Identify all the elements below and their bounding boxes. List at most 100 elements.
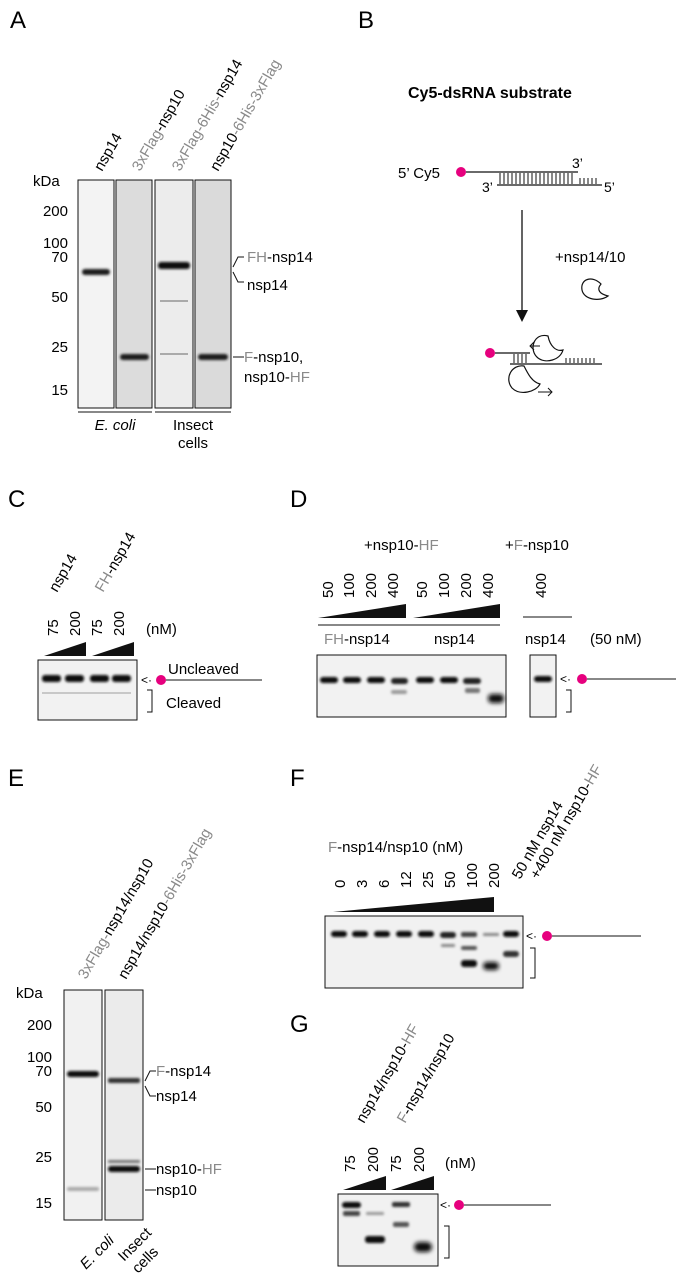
panel-g: G nsp14/nsp10-HF F-nsp14/nsp10 75 200 75… xyxy=(290,1011,551,1267)
gel-d-main xyxy=(316,654,507,718)
arrow-left-icon: <· xyxy=(141,673,152,687)
conc-f-100: 100 xyxy=(464,863,481,888)
band-f-5 xyxy=(418,931,434,937)
bracket-f xyxy=(530,947,536,979)
band-g-1 xyxy=(342,1202,361,1208)
label-f-nsp10: F-nsp10, xyxy=(244,349,303,366)
marker-100: 100 xyxy=(43,235,68,252)
conc-d-1: 50 xyxy=(320,581,337,598)
header-nsp10-hf: +nsp10-HF xyxy=(364,537,439,554)
band-d-3 xyxy=(367,677,385,683)
gradient-wedge-g1 xyxy=(343,1176,386,1190)
band-c-1 xyxy=(42,675,61,682)
conc-d-8: 400 xyxy=(480,573,497,598)
band-e-nsp10-hf xyxy=(108,1166,140,1172)
pacman-enzyme-icon xyxy=(581,278,610,300)
panel-c: C nsp14 FH-nsp14 75 200 75 200 (nM) <· U… xyxy=(8,486,262,721)
conc-f-200: 200 xyxy=(486,863,503,888)
band-f-7b xyxy=(461,946,477,950)
unit-nm: (nM) xyxy=(146,621,177,638)
conc-f-6: 6 xyxy=(376,880,393,888)
connector-fh-nsp14 xyxy=(232,256,244,268)
conc-f-12: 12 xyxy=(398,871,415,888)
marker-100: 100 xyxy=(27,1049,52,1066)
gradient-wedge-f xyxy=(333,897,494,912)
band-f-6b xyxy=(441,944,455,947)
gel-a-lane-3 xyxy=(154,179,194,409)
band-f-8 xyxy=(483,933,499,936)
band-f-7c xyxy=(461,960,477,967)
panel-d-letter: D xyxy=(290,486,307,513)
gradient-wedge-1 xyxy=(44,642,86,656)
panel-b-letter: B xyxy=(358,7,374,34)
panel-a: A kDa 200 100 70 50 25 15 nsp14 3xFlag-n… xyxy=(10,7,313,452)
band-g-4 xyxy=(414,1242,432,1252)
panel-b: B Cy5-dsRNA substrate 5’ Cy5 3’ 3’ 5’ +n… xyxy=(358,7,625,397)
conc-d-9: 400 xyxy=(533,573,550,598)
arrow-down-icon xyxy=(516,310,528,322)
conc-f-50: 50 xyxy=(442,871,459,888)
label-3-bottom: 3’ xyxy=(482,179,493,195)
band-d-2 xyxy=(343,677,361,683)
band-a-nsp14 xyxy=(82,269,110,275)
band-d-5 xyxy=(416,677,434,683)
conc-f-0: 0 xyxy=(332,880,349,888)
label-e-nsp10: nsp10 xyxy=(156,1182,197,1199)
connector-nsp14 xyxy=(232,271,244,283)
band-f-9 xyxy=(503,931,519,937)
band-g-2 xyxy=(366,1212,384,1215)
band-d-6 xyxy=(440,677,458,683)
bracket-cleaved xyxy=(147,689,153,713)
conc-d-5: 50 xyxy=(414,581,431,598)
band-f-9b xyxy=(503,951,519,957)
band-f-6 xyxy=(440,932,456,938)
band-e-nsp10 xyxy=(67,1187,99,1191)
connector-e-f-nsp14 xyxy=(144,1070,156,1082)
marker-70: 70 xyxy=(51,249,68,266)
group-insect-1: Insect xyxy=(173,417,214,434)
band-c-4 xyxy=(112,675,131,682)
gel-d-single xyxy=(529,654,557,718)
conc-75-a: 75 xyxy=(45,619,62,636)
gradient-wedge-d2 xyxy=(413,604,500,618)
pacman-top-icon xyxy=(532,334,564,362)
cy5-dot-icon xyxy=(454,1200,464,1210)
arrow-left-icon: <· xyxy=(440,1198,451,1212)
band-f-3 xyxy=(374,931,390,937)
direction-arrow-right-head xyxy=(547,387,553,397)
label-nsp14: nsp14 xyxy=(247,277,288,294)
conc-d-4: 400 xyxy=(385,573,402,598)
band-f-4 xyxy=(396,931,412,937)
panel-f: F F-nsp14/nsp10 (nM) 0 3 6 12 25 50 100 … xyxy=(290,762,641,989)
conc-d-2: 100 xyxy=(341,573,358,598)
band-c-3 xyxy=(90,675,109,682)
gradient-wedge-2 xyxy=(92,642,134,656)
unit-nm-g: (nM) xyxy=(445,1155,476,1172)
label-cleaved: Cleaved xyxy=(166,695,221,712)
marker-15: 15 xyxy=(51,382,68,399)
header-f-nsp10: +F-nsp10 xyxy=(505,537,569,554)
gradient-wedge-d1 xyxy=(318,604,406,618)
band-d-8 xyxy=(488,694,504,703)
cy5-dot-icon xyxy=(577,674,587,684)
conc-f-25: 25 xyxy=(420,871,437,888)
bracket-d xyxy=(566,689,572,713)
band-a-faint xyxy=(160,300,188,302)
label-e-nsp14: nsp14 xyxy=(156,1088,197,1105)
band-g-3b xyxy=(393,1222,409,1227)
panel-e-letter: E xyxy=(8,765,24,792)
label-3-top: 3’ xyxy=(572,155,583,171)
band-a-nsp10-hf xyxy=(198,354,228,360)
panel-g-letter: G xyxy=(290,1011,309,1038)
lane-label-nsp10-6his-3xflag: nsp10-6His-3xFlag xyxy=(207,56,285,174)
marker-200: 200 xyxy=(43,203,68,220)
gel-e-lane-1 xyxy=(63,989,103,1221)
marker-50: 50 xyxy=(35,1099,52,1116)
band-a-fh-nsp14 xyxy=(158,262,190,269)
group-fh-nsp14: FH-nsp14 xyxy=(324,631,390,648)
label-5-cy5: 5’ Cy5 xyxy=(398,165,440,182)
marker-15: 15 xyxy=(35,1195,52,1212)
group-insect-2: cells xyxy=(178,435,208,452)
lane-label-3xflag-nsp14-nsp10: 3xFlag-nsp14/nsp10 xyxy=(75,856,158,982)
band-d-9 xyxy=(534,676,552,682)
